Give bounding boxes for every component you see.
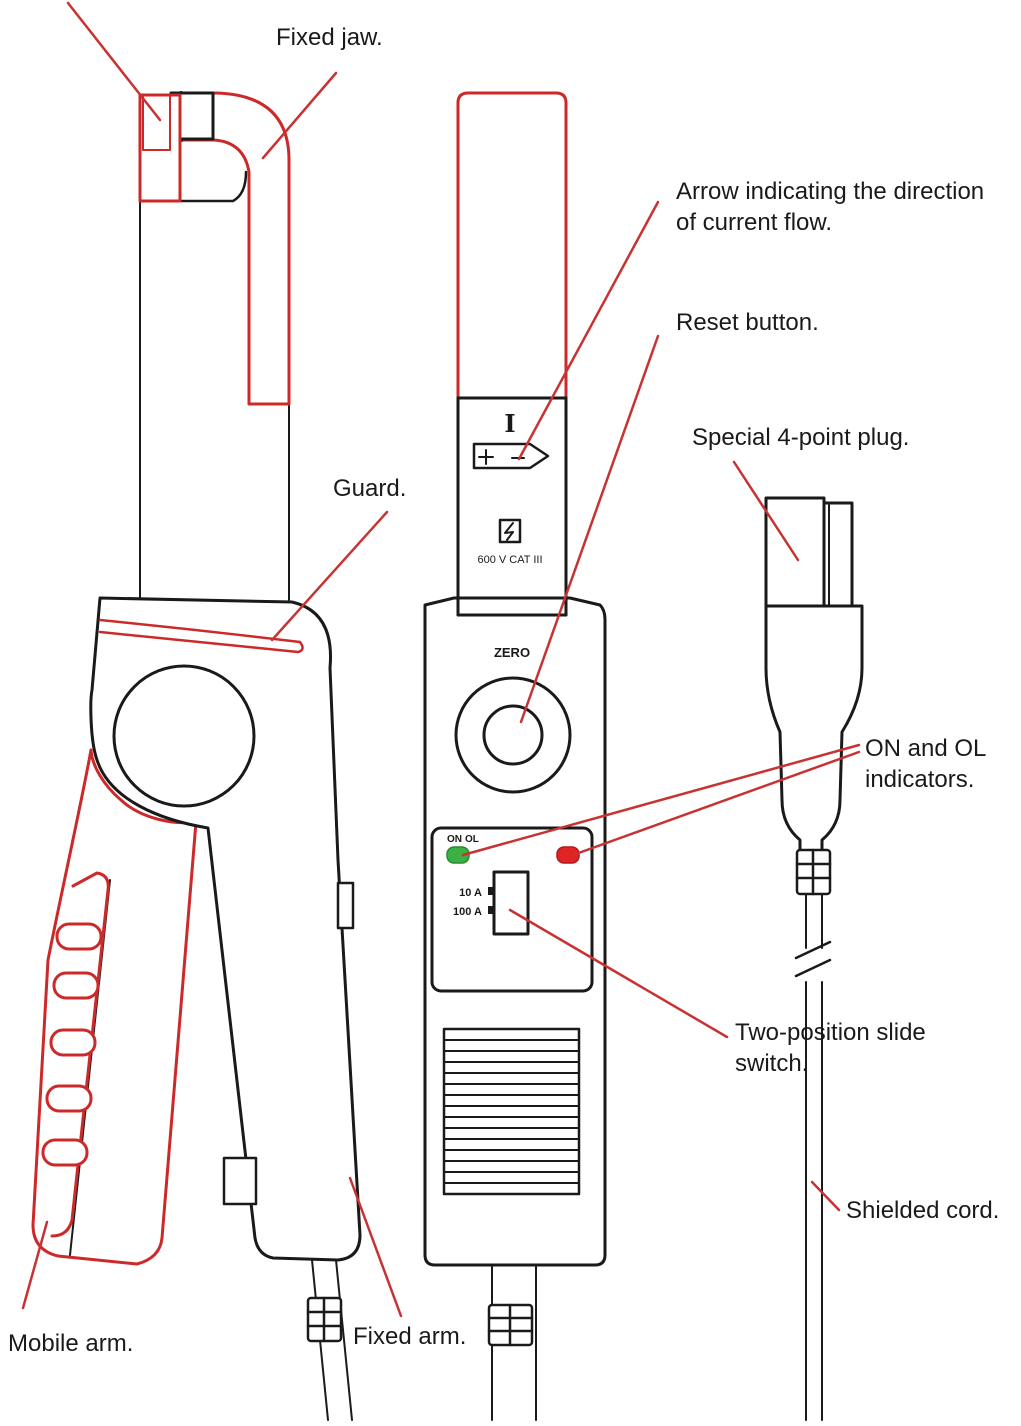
label-shielded-cord: Shielded cord. <box>846 1197 1000 1224</box>
front-jaw <box>456 91 568 400</box>
leader-slide-switch <box>508 908 729 1039</box>
leader-mobile-arm <box>21 1220 49 1310</box>
mobile-jaw-bridge <box>138 170 248 203</box>
current-symbol: I <box>504 409 515 438</box>
leader-fixed-arm <box>348 1176 403 1318</box>
slide-switch <box>492 870 530 936</box>
leader-arrow-direction <box>517 200 660 461</box>
mobile-arm <box>31 748 198 1266</box>
fixed-jaw <box>179 91 291 406</box>
leader-reset-button <box>519 334 660 724</box>
leader-lines <box>21 1 861 1318</box>
plug-pin-front <box>764 496 826 610</box>
control-panel <box>430 826 594 993</box>
grip-ridge <box>45 1084 93 1113</box>
mobile-arm-grip-strip <box>50 871 110 1238</box>
grip-ridge <box>41 1138 89 1167</box>
side-button-upper <box>336 881 355 930</box>
on-marking: ON <box>447 834 462 845</box>
grip-grille <box>442 1027 581 1196</box>
plug-and-cord <box>764 496 864 1421</box>
label-slide-switch: Two-position slide switch. <box>735 1019 926 1077</box>
leader-special-plug <box>732 460 800 562</box>
warning-icon <box>498 518 522 544</box>
label-guard: Guard. <box>333 475 407 502</box>
reset-button-ring <box>454 676 572 794</box>
shielded-cord <box>805 893 823 1421</box>
rating-marking: 600 V CAT III <box>477 554 542 566</box>
leader-shielded-cord <box>810 1180 841 1212</box>
leader-guard <box>270 510 389 642</box>
plug-strain-relief <box>795 848 832 896</box>
mobile-jaw <box>138 93 182 203</box>
ol-indicator <box>556 846 580 864</box>
range-100a-marking: 100 A <box>453 906 482 918</box>
fixed-arm-body <box>89 596 362 1262</box>
label-on-ol-indicators: ON and OL indicators. <box>865 735 987 793</box>
leader-on-indicator <box>461 743 861 857</box>
range-10a-marking: 10 A <box>459 887 482 899</box>
label-fixed-jaw: Fixed jaw. <box>276 24 383 51</box>
label-fixed-arm: Fixed arm. <box>353 1323 467 1350</box>
guard <box>98 618 304 654</box>
grip-ridge <box>52 971 100 1000</box>
reset-button <box>482 704 544 766</box>
leader-mobile-jaw <box>66 1 162 122</box>
current-arrow-plus <box>478 449 494 465</box>
clamp-front-view <box>423 91 607 1421</box>
grip-ridge <box>49 1028 97 1057</box>
side-button-lower <box>222 1156 258 1206</box>
grip-grille-lines <box>443 1039 580 1184</box>
jaw-pivot <box>112 664 256 808</box>
switch-tick-10a <box>488 887 493 895</box>
clamp-side-view <box>31 91 362 1421</box>
left-cord-strain-relief <box>306 1296 343 1343</box>
mobile-arm-grip-ridges <box>41 922 103 1167</box>
on-indicator <box>446 846 470 864</box>
ol-marking: OL <box>465 834 479 845</box>
switch-tick-100a <box>488 906 493 914</box>
lightning-bolt-icon <box>504 522 514 541</box>
front-cord-strain-relief <box>487 1303 534 1347</box>
leader-fixed-jaw <box>261 71 338 160</box>
grip-ridge <box>55 922 103 951</box>
plug-body <box>764 604 864 854</box>
label-reset-button: Reset button. <box>676 309 819 336</box>
cord-break-mark <box>794 940 832 978</box>
label-arrow-direction: Arrow indicating the direction of curren… <box>676 178 985 236</box>
label-mobile-arm: Mobile arm. <box>8 1330 134 1357</box>
leader-ol-indicator <box>571 750 861 857</box>
label-special-plug: Special 4-point plug. <box>692 424 910 451</box>
zero-marking: ZERO <box>494 645 530 660</box>
current-arrow <box>472 442 550 470</box>
mobile-jaw-notch <box>142 96 171 151</box>
